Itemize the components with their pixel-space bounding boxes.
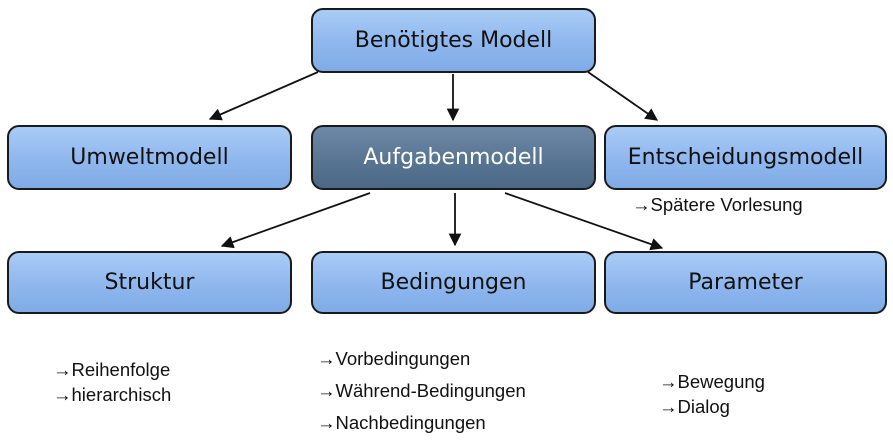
note-dialog: →Dialog [659, 396, 730, 417]
node-struktur: Struktur [7, 251, 292, 314]
node-aufgabenmodell: Aufgabenmodell [311, 125, 596, 190]
note-spaetere-vorlesung: →Spätere Vorlesung [632, 194, 803, 215]
node-label: Bedingungen [380, 270, 527, 295]
arrow-aufgaben-to-parameter [504, 192, 664, 251]
note-nachbedingungen: →Nachbedingungen [317, 412, 486, 433]
note-reihenfolge: →Reihenfolge [53, 359, 171, 380]
arrow-root-to-umwelt [208, 71, 319, 121]
node-entscheidungsmodell: Entscheidungsmodell [604, 125, 887, 190]
node-label: Entscheidungsmodell [627, 145, 864, 170]
node-label: Aufgabenmodell [363, 145, 544, 170]
node-bedingungen: Bedingungen [311, 251, 596, 314]
arrow-aufgaben-to-struktur [220, 192, 371, 249]
node-benoetigtes-modell: Benötigtes Modell [311, 8, 596, 73]
note-waehrend-bedingungen: →Während-Bedingungen [317, 380, 526, 401]
node-label: Umweltmodell [70, 145, 229, 170]
note-hierarchisch: →hierarchisch [53, 384, 172, 405]
node-umweltmodell: Umweltmodell [7, 125, 292, 190]
note-vorbedingungen: →Vorbedingungen [317, 348, 471, 369]
node-label: Parameter [688, 270, 803, 295]
node-label: Benötigtes Modell [354, 28, 553, 53]
arrow-root-to-entscheidung [587, 71, 659, 121]
note-bewegung: →Bewegung [659, 371, 765, 392]
node-label: Struktur [104, 270, 195, 295]
node-parameter: Parameter [604, 251, 887, 314]
